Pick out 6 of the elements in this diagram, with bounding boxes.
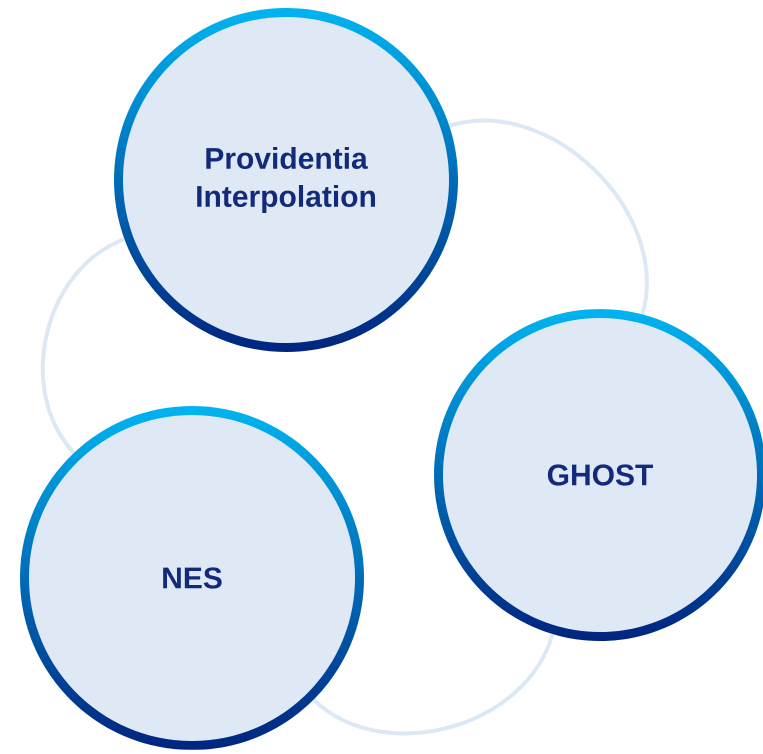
connector-arc xyxy=(449,118,649,315)
circle-node: GHOST xyxy=(443,318,757,632)
connector-arc xyxy=(41,237,126,454)
circle-node: Providentia Interpolation xyxy=(123,17,449,343)
circle-node: NES xyxy=(29,414,355,741)
connector-arc xyxy=(312,633,554,736)
